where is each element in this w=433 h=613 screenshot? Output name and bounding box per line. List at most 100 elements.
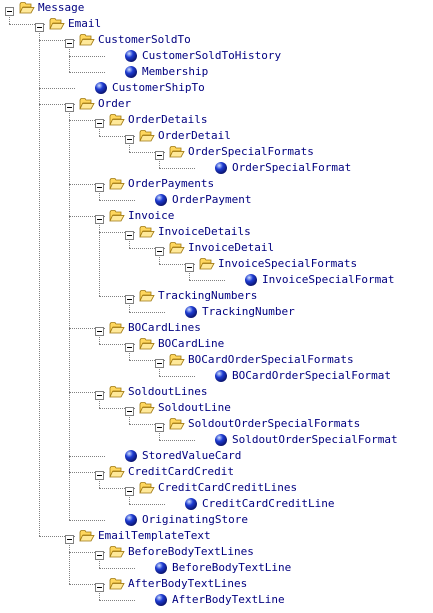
tree-node-label[interactable]: OrderDetail xyxy=(158,129,231,142)
collapse-toggle-icon[interactable] xyxy=(65,35,74,48)
tree-node-label[interactable]: BOCardOrderSpecialFormats xyxy=(188,353,354,366)
tree-node-membership[interactable]: Membership xyxy=(95,64,433,80)
tree-node-label[interactable]: SoldoutOrderSpecialFormat xyxy=(232,433,398,446)
tree-node-originating-store[interactable]: OriginatingStore xyxy=(95,512,433,528)
tree-node-email[interactable]: Email xyxy=(35,16,433,32)
tree-node-tracking-number[interactable]: TrackingNumber xyxy=(155,304,433,320)
tree-node-invoice-special-formats[interactable]: InvoiceSpecialFormats xyxy=(185,256,433,272)
tree-node-order-special-format[interactable]: OrderSpecialFormat xyxy=(185,160,433,176)
tree-node-label[interactable]: CustomerShipTo xyxy=(112,81,205,94)
tree-node-label[interactable]: InvoiceDetail xyxy=(188,241,275,254)
tree-node-label[interactable]: BOCardOrderSpecialFormat xyxy=(232,369,391,382)
collapse-toggle-icon[interactable] xyxy=(95,579,104,592)
collapse-toggle-icon[interactable] xyxy=(125,291,134,304)
tree-node-label[interactable]: SoldoutLine xyxy=(158,401,231,414)
collapse-toggle-icon[interactable] xyxy=(95,179,104,192)
tree-node-label[interactable]: CreditCardCredit xyxy=(128,465,234,478)
tree-node-label[interactable]: Invoice xyxy=(128,209,175,222)
collapse-toggle-icon[interactable] xyxy=(125,339,134,352)
tree-node-label[interactable]: SoldoutOrderSpecialFormats xyxy=(188,417,361,430)
tree-node-label[interactable]: BeforeBodyTextLines xyxy=(128,545,254,558)
tree-node-soldout-line[interactable]: SoldoutLine xyxy=(125,400,433,416)
collapse-toggle-icon[interactable] xyxy=(95,467,104,480)
tree-node-stored-value-card[interactable]: StoredValueCard xyxy=(95,448,433,464)
tree-node-label[interactable]: SoldoutLines xyxy=(128,385,208,398)
tree-node-label[interactable]: CustomerSoldTo xyxy=(98,33,191,46)
collapse-toggle-icon[interactable] xyxy=(155,243,164,256)
tree-node-label[interactable]: CreditCardCreditLine xyxy=(202,497,335,510)
tree-node-label[interactable]: OrderSpecialFormats xyxy=(188,145,314,158)
collapse-toggle-icon[interactable] xyxy=(95,323,104,336)
collapse-toggle-icon[interactable] xyxy=(35,19,44,32)
tree-node-order-payment[interactable]: OrderPayment xyxy=(125,192,433,208)
tree-node-soldout-lines[interactable]: SoldoutLines xyxy=(95,384,433,400)
collapse-toggle-icon[interactable] xyxy=(65,99,74,112)
tree-node-after-body-text-line[interactable]: AfterBodyTextLine xyxy=(125,592,433,608)
tree-node-bo-card-line[interactable]: BOCardLine xyxy=(125,336,433,352)
tree-node-invoice-special-format[interactable]: InvoiceSpecialFormat xyxy=(215,272,433,288)
tree-node-label[interactable]: BeforeBodyTextLine xyxy=(172,561,292,574)
tree-node-label[interactable]: StoredValueCard xyxy=(142,449,242,462)
collapse-toggle-icon[interactable] xyxy=(155,355,164,368)
tree-node-order-details[interactable]: OrderDetails xyxy=(95,112,433,128)
tree-node-credit-card-credit-line[interactable]: CreditCardCreditLine xyxy=(155,496,433,512)
tree-node-customer-sold-to[interactable]: CustomerSoldTo xyxy=(65,32,433,48)
tree-node-credit-card-credit-lines[interactable]: CreditCardCreditLines xyxy=(125,480,433,496)
tree-node-label[interactable]: AfterBodyTextLine xyxy=(172,593,285,606)
tree-node-tracking-numbers[interactable]: TrackingNumbers xyxy=(125,288,433,304)
tree-node-soldout-order-special-formats[interactable]: SoldoutOrderSpecialFormats xyxy=(155,416,433,432)
tree-node-label[interactable]: OrderDetails xyxy=(128,113,208,126)
tree-node-order[interactable]: Order xyxy=(65,96,433,112)
tree-node-label[interactable]: OrderPayments xyxy=(128,177,215,190)
tree-node-soldout-order-special-format[interactable]: SoldoutOrderSpecialFormat xyxy=(185,432,433,448)
tree-node-order-detail[interactable]: OrderDetail xyxy=(125,128,433,144)
collapse-toggle-icon[interactable] xyxy=(125,227,134,240)
tree-node-label[interactable]: TrackingNumbers xyxy=(158,289,258,302)
tree-node-label[interactable]: Message xyxy=(38,1,85,14)
tree-node-label[interactable]: OrderSpecialFormat xyxy=(232,161,352,174)
collapse-toggle-icon[interactable] xyxy=(185,259,194,272)
tree-node-label[interactable]: AfterBodyTextLines xyxy=(128,577,248,590)
tree-node-customer-ship-to[interactable]: CustomerShipTo xyxy=(65,80,433,96)
tree-node-label[interactable]: EmailTemplateText xyxy=(98,529,211,542)
tree-node-label[interactable]: TrackingNumber xyxy=(202,305,295,318)
tree-node-label[interactable]: Email xyxy=(68,17,102,30)
collapse-toggle-icon[interactable] xyxy=(125,403,134,416)
collapse-toggle-icon[interactable] xyxy=(155,147,164,160)
tree-node-label[interactable]: CreditCardCreditLines xyxy=(158,481,298,494)
tree-node-label[interactable]: BOCardLines xyxy=(128,321,201,334)
tree-node-label[interactable]: Order xyxy=(98,97,132,110)
tree-node-bo-card-lines[interactable]: BOCardLines xyxy=(95,320,433,336)
tree-node-label[interactable]: InvoiceSpecialFormat xyxy=(262,273,395,286)
tree-node-label[interactable]: InvoiceSpecialFormats xyxy=(218,257,358,270)
collapse-toggle-icon[interactable] xyxy=(155,419,164,432)
collapse-toggle-icon[interactable] xyxy=(125,483,134,496)
tree-node-label[interactable]: BOCardLine xyxy=(158,337,225,350)
collapse-toggle-icon[interactable] xyxy=(95,211,104,224)
collapse-toggle-icon[interactable] xyxy=(95,387,104,400)
tree-node-label[interactable]: OriginatingStore xyxy=(142,513,248,526)
tree-node-order-payments[interactable]: OrderPayments xyxy=(95,176,433,192)
tree-node-invoice[interactable]: Invoice xyxy=(95,208,433,224)
tree-node-bo-card-order-special-formats[interactable]: BOCardOrderSpecialFormats xyxy=(155,352,433,368)
collapse-toggle-icon[interactable] xyxy=(95,115,104,128)
tree-node-invoice-detail[interactable]: InvoiceDetail xyxy=(155,240,433,256)
tree-node-after-body-text-lines[interactable]: AfterBodyTextLines xyxy=(95,576,433,592)
tree-node-label[interactable]: Membership xyxy=(142,65,209,78)
tree-node-customer-sold-to-history[interactable]: CustomerSoldToHistory xyxy=(95,48,433,64)
tree-node-credit-card-credit[interactable]: CreditCardCredit xyxy=(95,464,433,480)
collapse-toggle-icon[interactable] xyxy=(125,131,134,144)
tree-node-bo-card-order-special-format[interactable]: BOCardOrderSpecialFormat xyxy=(185,368,433,384)
tree-node-label[interactable]: CustomerSoldToHistory xyxy=(142,49,282,62)
tree-node-invoice-details[interactable]: InvoiceDetails xyxy=(125,224,433,240)
tree-node-label[interactable]: OrderPayment xyxy=(172,193,252,206)
collapse-toggle-icon[interactable] xyxy=(5,3,14,16)
collapse-toggle-icon[interactable] xyxy=(65,531,74,544)
tree-node-order-special-formats[interactable]: OrderSpecialFormats xyxy=(155,144,433,160)
collapse-toggle-icon[interactable] xyxy=(95,547,104,560)
tree-node-message[interactable]: Message xyxy=(5,0,433,16)
tree-node-before-body-text-line[interactable]: BeforeBodyTextLine xyxy=(125,560,433,576)
tree-node-label[interactable]: InvoiceDetails xyxy=(158,225,251,238)
tree-node-before-body-text-lines[interactable]: BeforeBodyTextLines xyxy=(95,544,433,560)
tree-node-email-template-text[interactable]: EmailTemplateText xyxy=(65,528,433,544)
